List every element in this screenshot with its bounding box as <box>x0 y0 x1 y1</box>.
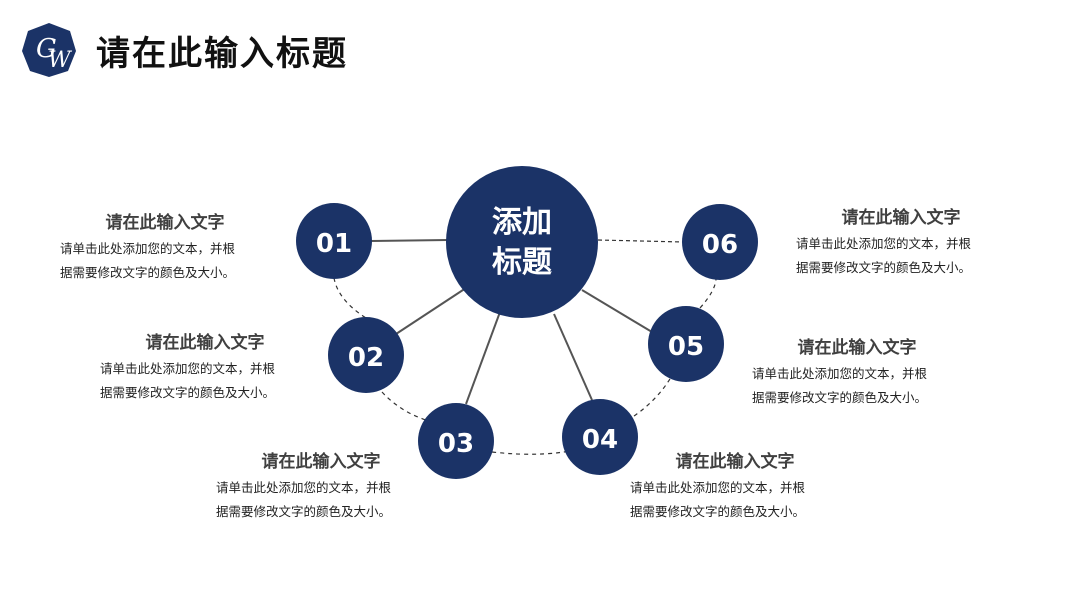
header: G W 请在此输入标题 <box>20 18 348 82</box>
svg-text:G: G <box>36 34 57 64</box>
center-circle <box>446 166 598 318</box>
connector-03 <box>465 311 501 405</box>
node-05-number: 05 <box>668 332 704 362</box>
item-05-body-line2: 据需要修改文字的颜色及大小。 <box>752 390 928 405</box>
item-04-body: 请单击此处添加您的文本，并根 据需要修改文字的颜色及大小。 <box>630 476 840 524</box>
item-02-body-line2: 据需要修改文字的颜色及大小。 <box>100 385 276 400</box>
item-05: 请在此输入文字 请单击此处添加您的文本，并根 据需要修改文字的颜色及大小。 <box>752 333 962 410</box>
svg-text:W: W <box>48 48 73 73</box>
center-label-line1: 添加 <box>492 205 552 240</box>
monogram-logo-icon: G W <box>22 23 76 77</box>
node-04-circle <box>562 399 638 475</box>
item-02: 请在此输入文字 请单击此处添加您的文本，并根 据需要修改文字的颜色及大小。 <box>100 328 310 405</box>
node-01-circle <box>296 203 372 279</box>
item-01-body-line1: 请单击此处添加您的文本，并根 <box>60 241 236 256</box>
item-01-title: 请在此输入文字 <box>105 213 225 233</box>
node-04-number: 04 <box>582 425 618 455</box>
node-06-circle <box>682 204 758 280</box>
item-02-body-line1: 请单击此处添加您的文本，并根 <box>100 361 276 376</box>
item-04: 请在此输入文字 请单击此处添加您的文本，并根 据需要修改文字的颜色及大小。 <box>630 447 840 524</box>
item-04-title: 请在此输入文字 <box>675 452 795 472</box>
item-03-body: 请单击此处添加您的文本，并根 据需要修改文字的颜色及大小。 <box>216 476 426 524</box>
item-02-title: 请在此输入文字 <box>145 333 265 353</box>
node-05-circle <box>648 306 724 382</box>
item-06-body: 请单击此处添加您的文本，并根 据需要修改文字的颜色及大小。 <box>796 232 1006 280</box>
item-01: 请在此输入文字 请单击此处添加您的文本，并根 据需要修改文字的颜色及大小。 <box>60 208 270 285</box>
item-05-body: 请单击此处添加您的文本，并根 据需要修改文字的颜色及大小。 <box>752 362 962 410</box>
item-05-body-line1: 请单击此处添加您的文本，并根 <box>752 366 928 381</box>
item-01-body-line2: 据需要修改文字的颜色及大小。 <box>60 265 236 280</box>
dashed-arc <box>333 277 717 455</box>
item-06-body-line2: 据需要修改文字的颜色及大小。 <box>796 260 972 275</box>
item-06-title: 请在此输入文字 <box>841 208 961 228</box>
connector-05 <box>581 289 653 333</box>
connector-06 <box>597 239 685 243</box>
page-title: 请在此输入标题 <box>96 33 348 74</box>
connector-01 <box>369 239 449 242</box>
node-02-circle <box>328 317 404 393</box>
item-04-body-line1: 请单击此处添加您的文本，并根 <box>630 480 806 495</box>
item-03-title: 请在此输入文字 <box>261 452 381 472</box>
center-label-line2: 标题 <box>492 245 552 280</box>
node-03-circle <box>418 403 494 479</box>
item-02-body: 请单击此处添加您的文本，并根 据需要修改文字的颜色及大小。 <box>100 357 310 405</box>
connector-02 <box>395 287 467 335</box>
item-04-body-line2: 据需要修改文字的颜色及大小。 <box>630 504 806 519</box>
node-02-number: 02 <box>348 343 384 373</box>
node-03-number: 03 <box>438 429 474 459</box>
node-06-number: 06 <box>702 230 738 260</box>
item-03: 请在此输入文字 请单击此处添加您的文本，并根 据需要修改文字的颜色及大小。 <box>216 447 426 524</box>
item-03-body-line2: 据需要修改文字的颜色及大小。 <box>216 504 392 519</box>
node-01-number: 01 <box>316 229 352 259</box>
item-01-body: 请单击此处添加您的文本，并根 据需要修改文字的颜色及大小。 <box>60 237 270 285</box>
item-06: 请在此输入文字 请单击此处添加您的文本，并根 据需要修改文字的颜色及大小。 <box>796 203 1006 280</box>
item-05-title: 请在此输入文字 <box>797 338 917 358</box>
item-03-body-line1: 请单击此处添加您的文本，并根 <box>216 480 392 495</box>
item-06-body-line1: 请单击此处添加您的文本，并根 <box>796 236 972 251</box>
connector-04 <box>553 313 593 401</box>
